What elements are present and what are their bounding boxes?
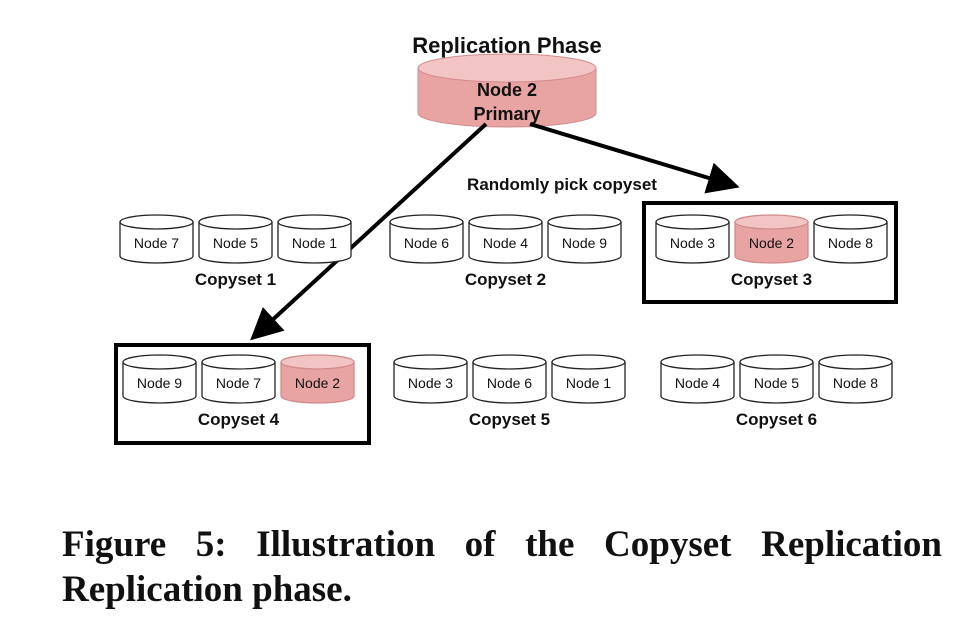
caption-word: the <box>525 524 575 565</box>
copyset-label: Copyset 4 <box>198 410 280 429</box>
node-disk: Node 3 <box>393 354 468 404</box>
copyset-label: Copyset 5 <box>469 410 550 429</box>
caption-word: Figure <box>62 524 167 565</box>
node-label: Node 3 <box>408 375 453 391</box>
node-label: Node 8 <box>833 375 878 391</box>
caption-line-2: Replication phase. <box>62 569 352 610</box>
node-label: Node 5 <box>213 235 258 251</box>
node-label: Node 1 <box>566 375 611 391</box>
copyset-label: Copyset 1 <box>195 270 276 289</box>
copyset-4: Node 9 Node 7 Node 2 Copyset 4 <box>114 343 371 445</box>
node-label: Node 9 <box>137 375 182 391</box>
primary-replica-disk: Node 2 <box>734 214 809 264</box>
node-disk: Node 9 <box>122 354 197 404</box>
node-disk: Node 7 <box>119 214 194 264</box>
node-disk: Node 7 <box>201 354 276 404</box>
selected-copyset-frame <box>114 343 371 445</box>
node-disk: Node 1 <box>551 354 626 404</box>
node-label: Node 4 <box>483 235 528 251</box>
caption-word: Illustration <box>256 524 436 565</box>
node-disk: Node 6 <box>389 214 464 264</box>
caption-word: Replication <box>761 524 942 565</box>
node-label: Node 4 <box>675 375 720 391</box>
copyset-label: Copyset 2 <box>465 270 546 289</box>
node-disk: Node 5 <box>739 354 814 404</box>
node-disk: Node 9 <box>547 214 622 264</box>
node-label: Node 5 <box>754 375 799 391</box>
node-label: Node 6 <box>404 235 449 251</box>
copyset-1: Node 7 Node 5 Node 1 Copyset 1 <box>119 214 352 289</box>
copyset-3: Node 3 Node 2 Node 8 Copyset 3 <box>642 201 898 304</box>
caption-word: Copyset <box>604 524 732 565</box>
node-disk: Node 6 <box>472 354 547 404</box>
node-label: Node 6 <box>487 375 532 391</box>
node-label: Node 2 <box>749 235 794 251</box>
arrow-to-copyset-3 <box>529 122 740 194</box>
node-label: Node 7 <box>216 375 261 391</box>
node-label: Node 1 <box>292 235 337 251</box>
copyset-label: Copyset 3 <box>731 270 812 289</box>
arrow-to-copyset-4 <box>250 122 488 341</box>
primary-replica-disk: Node 2 <box>280 354 355 404</box>
caption-word: of <box>464 524 496 565</box>
node-label: Node 8 <box>828 235 873 251</box>
selected-copyset-frame <box>642 201 898 304</box>
node-disk: Node 4 <box>468 214 543 264</box>
copyset-5: Node 3 Node 6 Node 1 Copyset 5 <box>393 354 626 429</box>
node-label: Node 9 <box>562 235 607 251</box>
node-label: Node 7 <box>134 235 179 251</box>
primary-node-disk: Node 2 Primary <box>417 53 597 128</box>
node-disk: Node 8 <box>813 214 888 264</box>
copyset-label: Copyset 6 <box>736 410 817 429</box>
copyset-2: Node 6 Node 4 Node 9 Copyset 2 <box>389 214 622 289</box>
node-label: Node 2 <box>295 375 340 391</box>
node-disk: Node 1 <box>277 214 352 264</box>
node-disk: Node 3 <box>655 214 730 264</box>
copyset-6: Node 4 Node 5 Node 8 Copyset 6 <box>660 354 893 429</box>
node-disk: Node 5 <box>198 214 273 264</box>
arrow-label: Randomly pick copyset <box>467 175 657 194</box>
primary-node-role: Primary <box>473 104 540 124</box>
primary-node-name: Node 2 <box>477 80 537 100</box>
node-label: Node 3 <box>670 235 715 251</box>
caption-word: 5: <box>195 524 227 565</box>
node-disk: Node 8 <box>818 354 893 404</box>
node-disk: Node 4 <box>660 354 735 404</box>
